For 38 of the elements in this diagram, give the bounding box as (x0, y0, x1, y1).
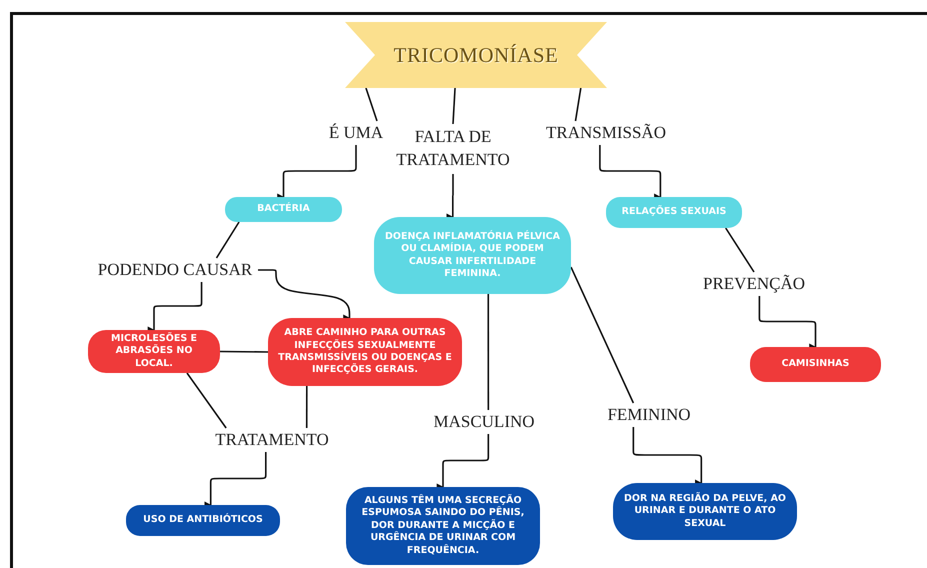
concept-box: DOENÇA INFLAMATÓRIA PÉLVICA OU CLAMÍDIA, QUE PODEM CAUSAR INFERTILIDADE FEMININA. (374, 217, 571, 294)
arrow (440, 433, 490, 488)
concept-box: ABRE CAMINHO PARA OUTRAS INFECÇÕES SEXUALMENTE TRANSMISSÍVEIS OU DOENÇAS E INFECÇÕES GERAIS. (268, 318, 462, 386)
banner-title: TRICOMONÍASE (394, 42, 558, 68)
connector-line (186, 372, 227, 428)
connector-line (574, 88, 582, 122)
link-phrase: PODENDO CAUSAR (92, 258, 258, 282)
link-phrase: FALTA DE TRATAMENTO (398, 124, 508, 174)
arrow (207, 451, 267, 506)
link-phrase: PREVENÇÃO (700, 272, 808, 296)
arrow (280, 144, 357, 198)
concept-box: DOR NA REGIÃO DA PELVE, AO URINAR E DURANTE O ATO SEXUAL (613, 483, 797, 540)
arrow (758, 295, 819, 348)
connector-line (306, 386, 308, 428)
title-banner (345, 22, 607, 88)
link-phrase: TRATAMENTO (210, 428, 334, 452)
arrow (632, 426, 705, 484)
link-phrase: FEMININO (603, 403, 695, 427)
arrow (599, 144, 664, 198)
connector-line (725, 228, 755, 272)
connector-line (487, 294, 490, 410)
arrow (150, 281, 202, 331)
concept-box: MICROLESÕES E ABRASÕES NO LOCAL. (88, 330, 220, 373)
link-phrase: MASCULINO (430, 410, 538, 434)
link-phrase: É UMA (326, 121, 386, 145)
concept-box: ALGUNS TÊM UMA SECREÇÃO ESPUMOSA SAINDO DO PÊNIS, DOR DURANTE A MICÇÃO E URGÊNCIA DE URINAR COM FREQUÊNCIA. (346, 487, 540, 565)
connector-line (570, 266, 634, 404)
arrow (258, 269, 353, 319)
connector-line (220, 350, 268, 353)
concept-box: USO DE ANTIBIÓTICOS (126, 505, 280, 536)
connector-line (365, 88, 378, 122)
arrow (449, 173, 456, 218)
connector-line (216, 222, 240, 258)
connector-line (452, 88, 456, 124)
concept-box: BACTÉRIA (225, 197, 342, 222)
link-phrase: TRANSMISSÃO (545, 121, 667, 145)
concept-box: RELAÇÕES SEXUAIS (606, 197, 742, 228)
concept-box: CAMISINHAS (750, 347, 881, 382)
